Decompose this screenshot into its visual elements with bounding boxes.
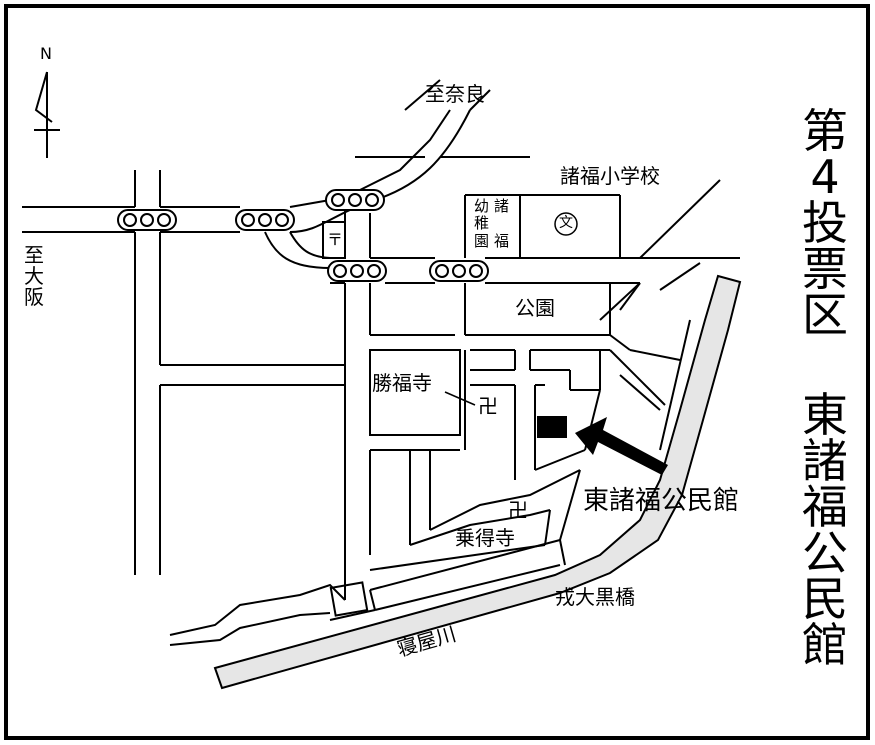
north-arrow-icon xyxy=(34,71,60,158)
hall-pointer-arrow-icon xyxy=(575,417,668,475)
river-neyagawa xyxy=(213,274,742,690)
post-office-icon: 〒 xyxy=(327,230,344,249)
temple-icon-shofukuji: 卍 xyxy=(478,394,498,418)
traffic-signals xyxy=(117,189,489,282)
direction-osaka: 至 大 阪 xyxy=(24,243,44,309)
community-hall-marker xyxy=(537,416,567,438)
label-kindergarten: 幼諸 稚 園福 xyxy=(474,197,510,250)
direction-nara: 至奈良 xyxy=(425,82,485,106)
label-park: 公園 xyxy=(515,296,555,320)
temple-icon-jotokuji: 卍 xyxy=(508,498,528,522)
label-community-hall: 東諸福公民館 xyxy=(583,486,740,516)
school-icon-circle xyxy=(554,212,578,236)
title-venue: 東 諸 福 公 民 館 xyxy=(802,388,848,672)
roads xyxy=(22,79,740,646)
title-district: 第 4 投 票 区 xyxy=(802,104,848,342)
school-icon: 文 xyxy=(559,215,573,231)
label-elementary-school: 諸福小学校 xyxy=(560,164,660,188)
compass-label: N xyxy=(40,44,52,63)
label-temple-shofukuji: 勝福寺 xyxy=(372,371,432,395)
label-bridge: 戎大黒橋 xyxy=(555,585,635,609)
map-frame xyxy=(4,4,870,740)
label-temple-jotokuji: 乗得寺 xyxy=(455,526,515,550)
